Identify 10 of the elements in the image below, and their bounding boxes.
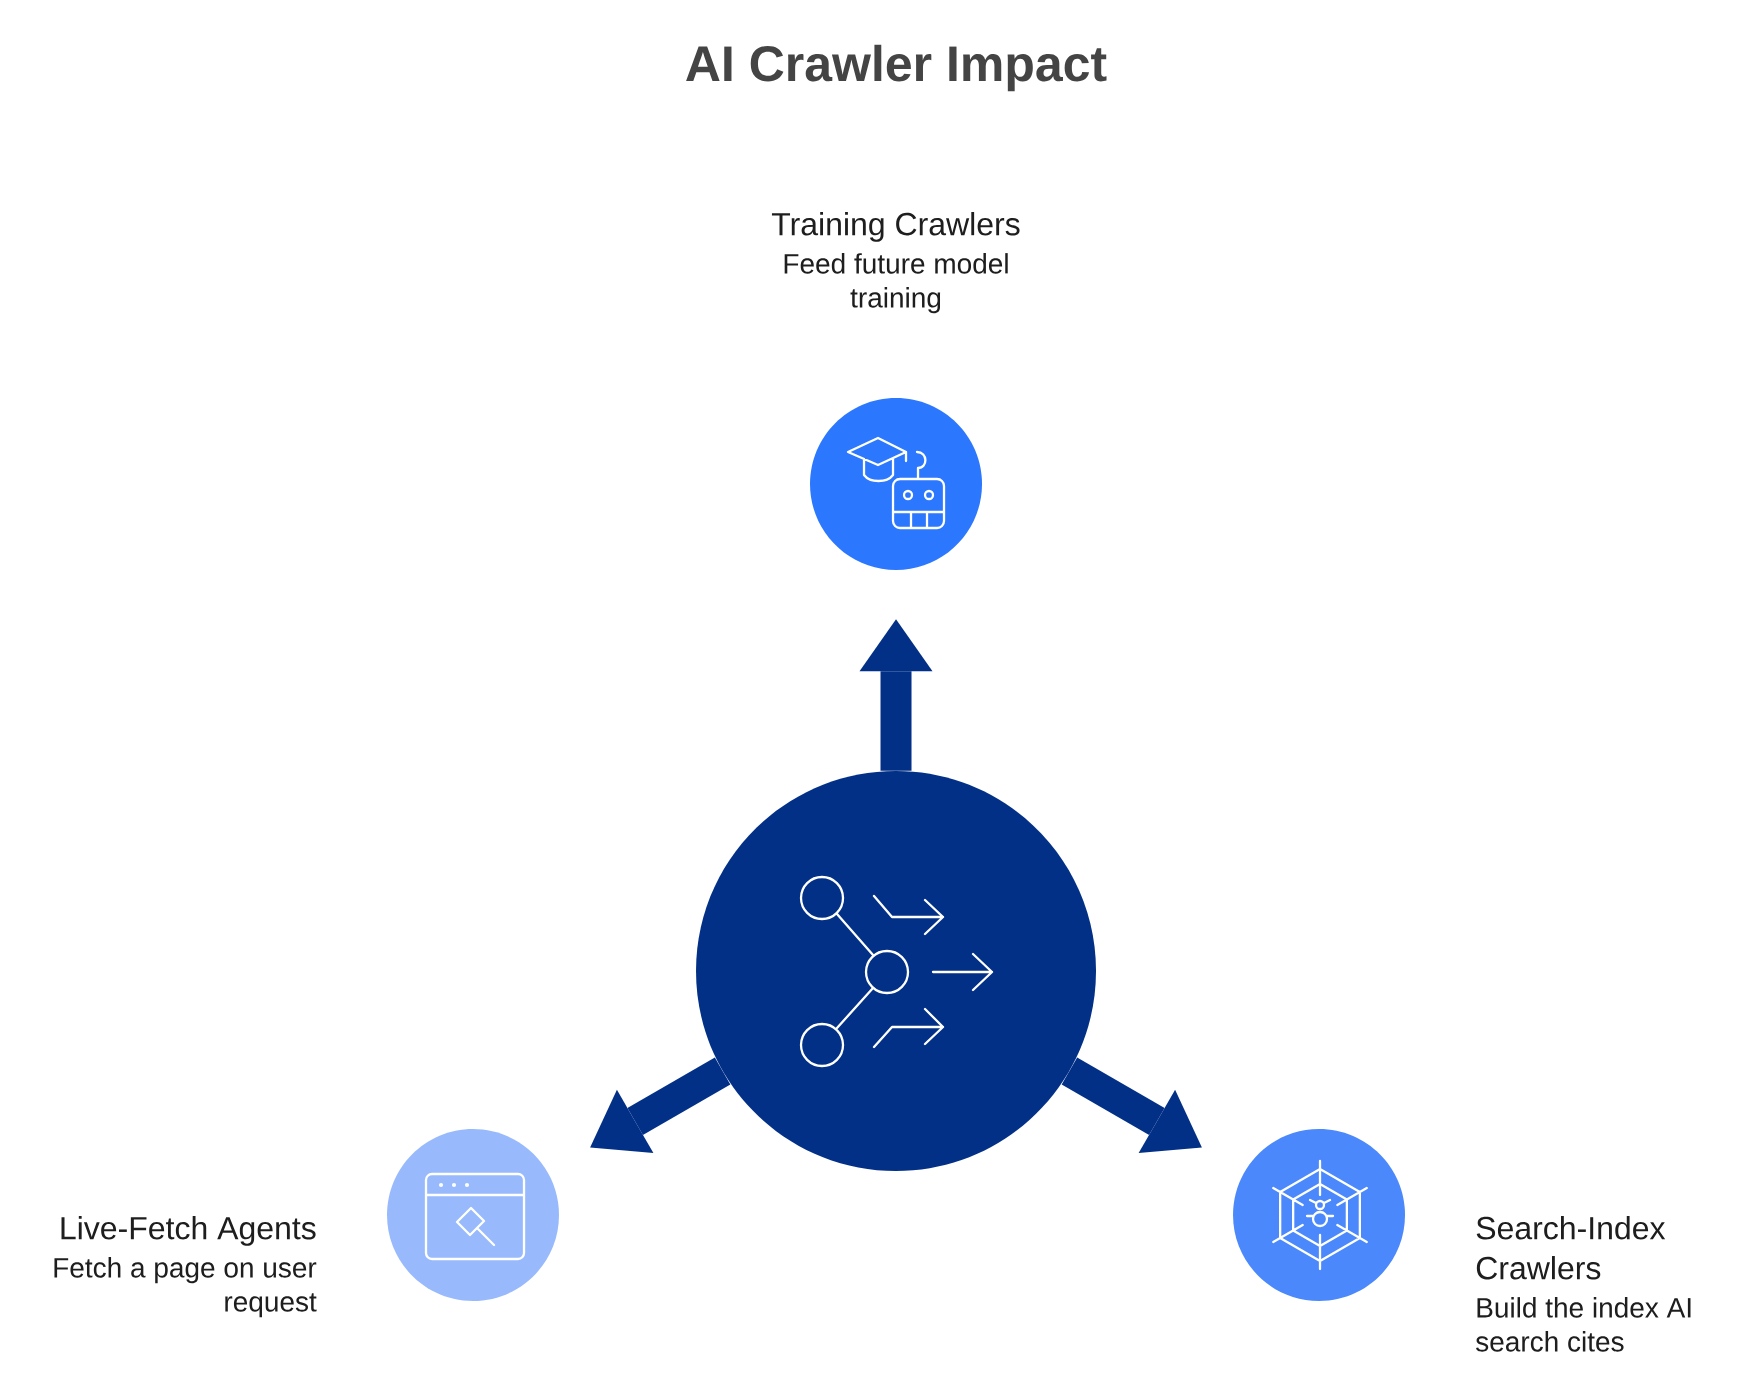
arrow bbox=[859, 619, 933, 771]
node-heading: Training Crawlers bbox=[771, 212, 1020, 242]
node-description: Feed future model training bbox=[784, 253, 1008, 314]
arrow bbox=[590, 1057, 731, 1154]
node-description: Fetch a page on user request bbox=[54, 1257, 317, 1318]
node-heading: Live-Fetch Agents bbox=[61, 1216, 316, 1246]
node-description: Build the index AI search cites bbox=[1476, 1297, 1691, 1352]
node-heading: Search-Index Crawlers bbox=[1476, 1216, 1666, 1280]
title: AI Crawler Impact bbox=[686, 44, 1107, 92]
arrow bbox=[1061, 1057, 1202, 1154]
